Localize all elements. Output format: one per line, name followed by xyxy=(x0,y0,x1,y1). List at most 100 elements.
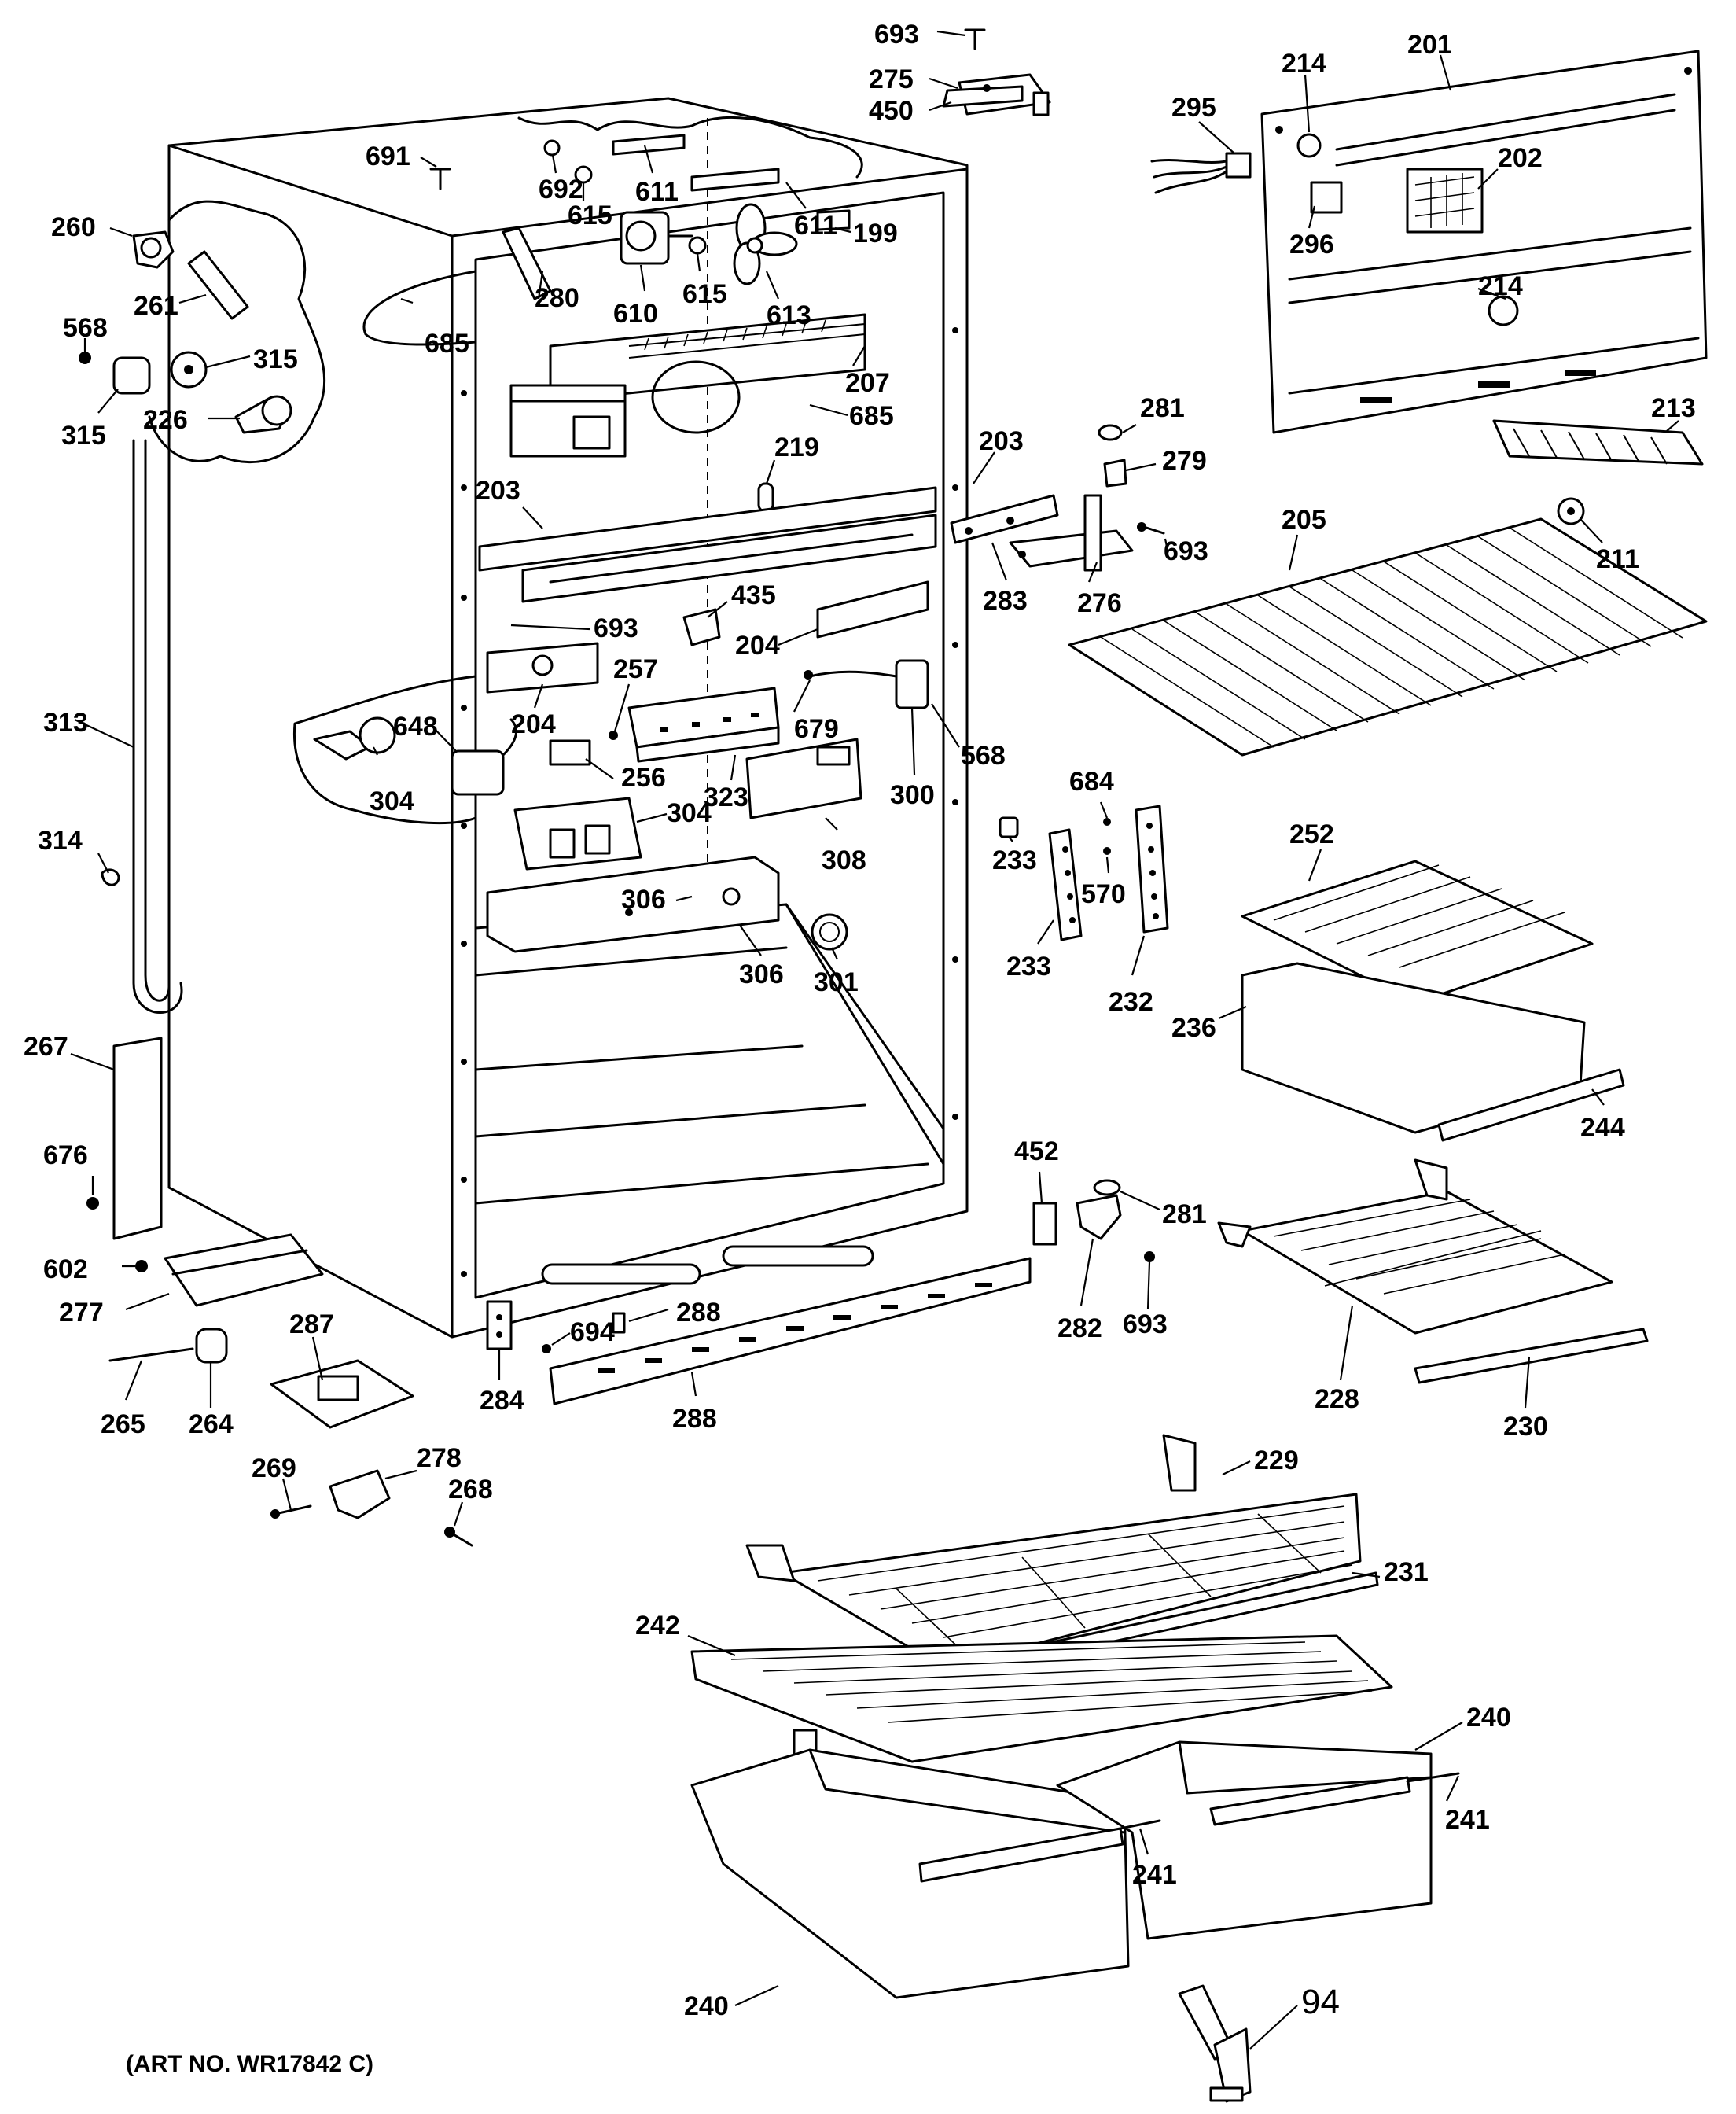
leveler-278 xyxy=(329,1469,391,1519)
callout-694: 694 xyxy=(570,1317,615,1347)
screw-679 xyxy=(804,670,813,680)
callout-304: 304 xyxy=(667,798,712,828)
callout-304: 304 xyxy=(370,786,414,816)
callout-281: 281 xyxy=(1140,393,1185,423)
callout-240: 240 xyxy=(1466,1703,1511,1733)
dial-304 xyxy=(313,716,396,761)
callout-241: 241 xyxy=(1132,1860,1177,1890)
callout-684: 684 xyxy=(1069,767,1114,797)
shelf-clip-233 xyxy=(999,816,1019,838)
roller-264 xyxy=(195,1328,228,1364)
light-switch-435 xyxy=(682,608,721,646)
callout-228: 228 xyxy=(1315,1384,1359,1414)
defrost-heater-219 xyxy=(757,482,774,513)
callout-613: 613 xyxy=(767,300,811,330)
evaporator-housing-207 xyxy=(509,313,866,458)
screw-692 xyxy=(543,139,561,157)
callout-602: 602 xyxy=(43,1254,88,1284)
callout-256: 256 xyxy=(621,763,666,793)
callout-268: 268 xyxy=(448,1475,493,1504)
callout-201: 201 xyxy=(1407,30,1452,60)
nut-281-bottom xyxy=(1093,1179,1121,1196)
callout-693: 693 xyxy=(1123,1309,1168,1339)
callout-233: 233 xyxy=(992,845,1037,875)
callout-301: 301 xyxy=(814,967,859,997)
light-socket-211 xyxy=(1557,497,1585,525)
screw-602 xyxy=(135,1260,148,1272)
screw-694 xyxy=(542,1344,551,1353)
wire-harness-295 xyxy=(1150,152,1252,194)
thermostat-199 xyxy=(816,209,851,231)
callout-306: 306 xyxy=(739,959,784,989)
callout-cloud-areas xyxy=(148,116,863,825)
callout-278: 278 xyxy=(417,1443,462,1473)
callout-199: 199 xyxy=(853,219,898,249)
bracket-308 xyxy=(745,738,862,819)
callout-314: 314 xyxy=(38,826,83,856)
callout-242: 242 xyxy=(635,1611,680,1641)
screw-693-hinge xyxy=(1137,522,1165,535)
fan-bracket-611 xyxy=(612,134,780,192)
callout-261: 261 xyxy=(134,291,178,321)
screw-269 xyxy=(270,1504,312,1519)
callout-693: 693 xyxy=(874,20,919,50)
callout-306: 306 xyxy=(621,885,666,915)
callout-203: 203 xyxy=(979,426,1024,456)
callout-213: 213 xyxy=(1651,393,1696,423)
bracket-284 xyxy=(486,1300,513,1350)
callout-277: 277 xyxy=(59,1298,104,1328)
callout-280: 280 xyxy=(535,283,579,313)
shelf-229 xyxy=(745,1434,1362,1669)
callout-693: 693 xyxy=(1164,536,1208,566)
screw-257 xyxy=(609,731,618,740)
callout-287: 287 xyxy=(289,1309,334,1339)
callout-288: 288 xyxy=(672,1404,717,1434)
crisper-drawer-240-right xyxy=(1056,1740,1433,1940)
callout-202: 202 xyxy=(1498,143,1543,173)
callout-284: 284 xyxy=(480,1386,524,1416)
crisper-drawer-240-left xyxy=(690,1748,1130,1999)
art-number-caption: (ART NO. WR17842 C) xyxy=(126,2051,374,2077)
callout-691: 691 xyxy=(366,142,410,171)
control-housing-323 xyxy=(627,687,780,763)
drain-tube-261 xyxy=(187,250,249,320)
callout-452: 452 xyxy=(1014,1136,1059,1166)
crisper-cover-242 xyxy=(690,1634,1393,1767)
screw-676 xyxy=(86,1197,99,1210)
fan-motor-610 xyxy=(620,211,693,265)
callout-323: 323 xyxy=(704,783,748,812)
callout-229: 229 xyxy=(1254,1446,1299,1475)
drawer-handle-241-left xyxy=(1119,1819,1161,1830)
callout-265: 265 xyxy=(101,1409,145,1439)
callout-570: 570 xyxy=(1081,879,1126,909)
shelf-support-233 xyxy=(1048,828,1083,941)
callout-211: 211 xyxy=(1596,544,1639,574)
callout-244: 244 xyxy=(1580,1113,1625,1143)
damper-315 xyxy=(112,351,208,395)
nut-281-top xyxy=(1098,424,1123,441)
callout-267: 267 xyxy=(24,1032,68,1062)
callout-257: 257 xyxy=(613,654,658,684)
callout-276: 276 xyxy=(1077,588,1122,618)
leveling-pin-265 xyxy=(108,1347,194,1362)
bottom-hinge-282 xyxy=(1076,1194,1122,1240)
callout-615: 615 xyxy=(568,201,612,230)
control-housing-306 xyxy=(486,856,780,953)
callout-692: 692 xyxy=(539,175,583,204)
shelf-228 xyxy=(1217,1158,1613,1335)
drawer-handle-241-right xyxy=(1406,1772,1460,1783)
callout-226: 226 xyxy=(143,405,188,435)
callout-207: 207 xyxy=(845,368,890,398)
callout-693: 693 xyxy=(594,613,638,643)
callout-214: 214 xyxy=(1478,271,1523,301)
timer-648 xyxy=(451,718,518,796)
callout-648: 648 xyxy=(393,712,438,742)
callout-260: 260 xyxy=(51,212,96,242)
callout-275: 275 xyxy=(869,64,914,94)
leader-lines xyxy=(70,30,1679,2050)
crisper-cover-252 xyxy=(1241,860,1594,1004)
callout-288: 288 xyxy=(676,1298,721,1328)
callout-233: 233 xyxy=(1006,952,1051,982)
callout-611: 611 xyxy=(635,177,679,207)
